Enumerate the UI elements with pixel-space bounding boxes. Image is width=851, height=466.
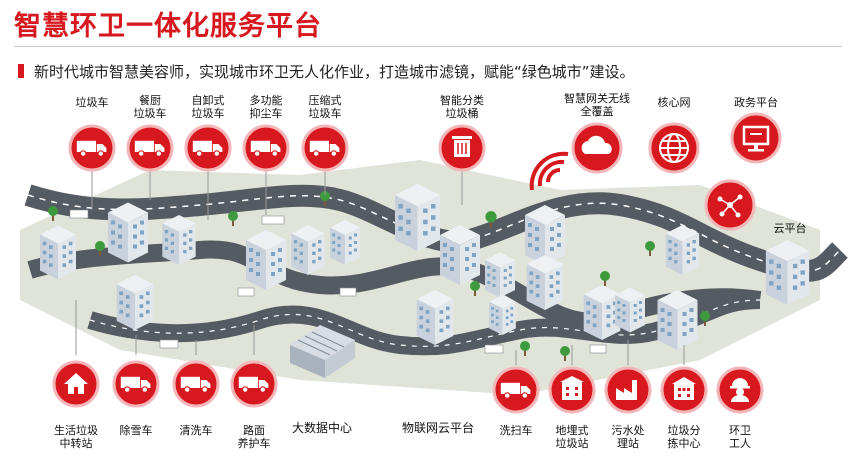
iot-cloud-platform-label: 物联网云平台 <box>401 421 475 435</box>
wireless-cloud-icon <box>571 122 623 174</box>
wash-truck-icon <box>172 360 220 408</box>
trash-bin-icon <box>438 124 486 172</box>
top-icon-label: 自卸式 垃圾车 <box>191 94 225 120</box>
top-icon-label: 压缩式 垃圾车 <box>308 94 342 120</box>
sweeper-icon <box>492 366 540 414</box>
road-vehicles <box>69 209 607 354</box>
big-data-center-label: 大数据中心 <box>291 421 353 435</box>
house-icon <box>52 360 100 408</box>
bottom-icon-label: 地埋式 垃圾站 <box>555 424 589 450</box>
dump-truck-icon <box>184 124 232 172</box>
wireless-signal-icon <box>529 151 569 191</box>
snow-truck-icon <box>112 360 160 408</box>
kitchen-truck-icon <box>126 124 174 172</box>
bottom-icon-label: 环卫 工人 <box>729 424 751 450</box>
page-subtitle: 新时代城市智慧美容师，实现城市环卫无人化作业，打造城市滤镜，赋能“绿色城市”建设… <box>34 63 635 81</box>
road-lower-dash <box>89 299 761 347</box>
monitor-icon <box>730 112 782 164</box>
road-upper-dash <box>27 194 841 272</box>
top-icon-label: 垃圾车 <box>75 96 109 109</box>
network-icon-label: 政务平台 <box>734 96 778 109</box>
factory-icon <box>604 366 652 414</box>
truck-icon <box>68 124 116 172</box>
page-title: 智慧环卫一体化服务平台 <box>14 11 322 42</box>
network-icon-label: 核心网 <box>657 96 691 109</box>
top-icon-label: 智能分类 垃圾桶 <box>440 94 484 120</box>
bottom-icon-label: 洗扫车 <box>499 424 533 437</box>
cloud-network-icon <box>704 179 756 231</box>
worker-icon <box>716 366 764 414</box>
bottom-icon-label: 路面 养护车 <box>237 424 271 450</box>
buildings <box>40 183 810 378</box>
bottom-icon-label: 除雪车 <box>119 424 153 437</box>
bottom-icon-label: 垃圾分 拣中心 <box>667 424 701 450</box>
bottom-icon-label: 清洗车 <box>179 424 213 437</box>
underground-station-icon <box>548 366 596 414</box>
network-icon-label: 智慧网关无线 全覆盖 <box>564 92 630 118</box>
sorting-center-icon <box>660 366 708 414</box>
network-icon-label: 云平台 <box>773 222 807 235</box>
connector-lines <box>75 170 685 365</box>
bottom-icon-label: 生活垃圾 中转站 <box>54 424 98 450</box>
globe-icon <box>648 122 700 174</box>
top-icon-label: 多功能 抑尘车 <box>249 94 283 120</box>
road-truck-icon <box>230 360 278 408</box>
title-divider <box>14 46 842 47</box>
subtitle-marker <box>18 64 24 78</box>
top-icon-label: 餐厨 垃圾车 <box>133 94 167 120</box>
bottom-icon-label: 污水处 理站 <box>611 424 645 450</box>
compress-truck-icon <box>301 124 349 172</box>
dust-truck-icon <box>242 124 290 172</box>
